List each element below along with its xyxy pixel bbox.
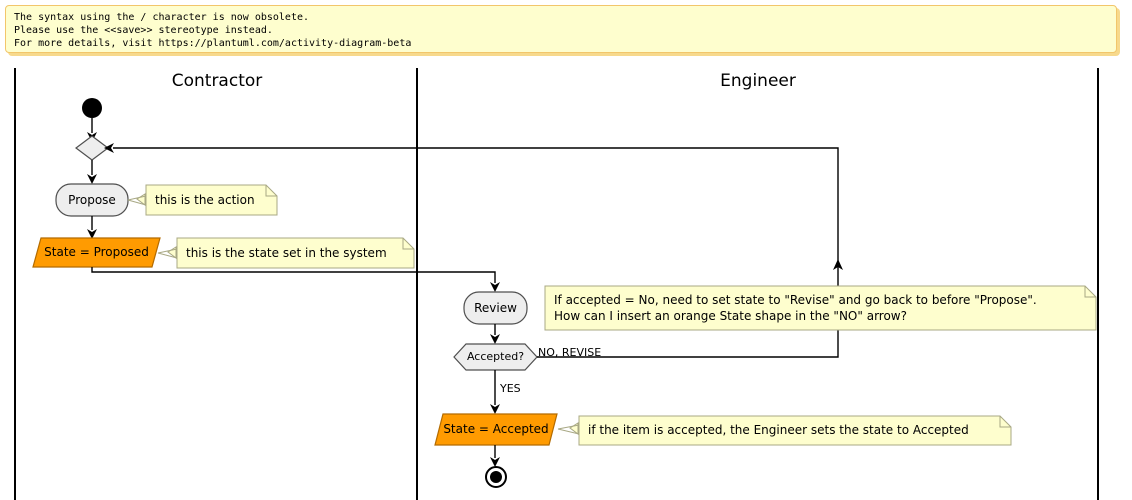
edge-accepted-yes xyxy=(490,370,500,414)
edge-label-yes: YES xyxy=(500,382,521,395)
note-propose-text: this is the action xyxy=(155,193,255,207)
end-node xyxy=(485,466,507,488)
edge-accepted-no-revise xyxy=(104,143,843,358)
edge-state-proposed-to-review xyxy=(91,267,500,292)
edge-state-accepted-to-end xyxy=(490,445,500,467)
syntax-warning-text: The syntax using the / character is now … xyxy=(14,12,412,49)
state-accepted-shape xyxy=(434,413,558,446)
syntax-warning-banner: The syntax using the / character is now … xyxy=(5,5,1117,53)
lane-divider xyxy=(416,68,418,500)
edge-review-to-accepted xyxy=(490,324,500,344)
lane-title-contractor: Contractor xyxy=(171,71,263,91)
note-state-accepted-text: if the item is accepted, the Engineer se… xyxy=(588,423,969,437)
note-review xyxy=(544,285,1097,331)
note-review-text: If accepted = No, need to set state to "… xyxy=(554,293,1037,323)
start-node xyxy=(82,98,102,118)
state-proposed-label: State = Proposed xyxy=(44,245,149,259)
note-state-proposed xyxy=(157,237,415,269)
lane-border-right xyxy=(1097,68,1099,500)
lane-title-engineer: Engineer xyxy=(720,71,796,91)
note-state-accepted xyxy=(557,415,1012,446)
edge-propose-to-state-proposed xyxy=(87,216,97,239)
state-accepted-label: State = Accepted xyxy=(443,422,549,436)
state-proposed-shape xyxy=(32,237,161,268)
decision-accepted-label: Accepted? xyxy=(466,350,525,363)
note-propose xyxy=(127,184,278,216)
lane-border-left xyxy=(14,68,16,500)
edge-label-no-revise: NO, REVISE xyxy=(538,346,602,359)
decision-accepted xyxy=(453,343,538,371)
activity-review-label: Review xyxy=(474,301,517,315)
merge-diamond xyxy=(75,135,109,161)
edge-merge-to-propose xyxy=(87,160,97,184)
activity-propose-label: Propose xyxy=(68,193,116,207)
note-state-proposed-text: this is the state set in the system xyxy=(186,246,387,260)
